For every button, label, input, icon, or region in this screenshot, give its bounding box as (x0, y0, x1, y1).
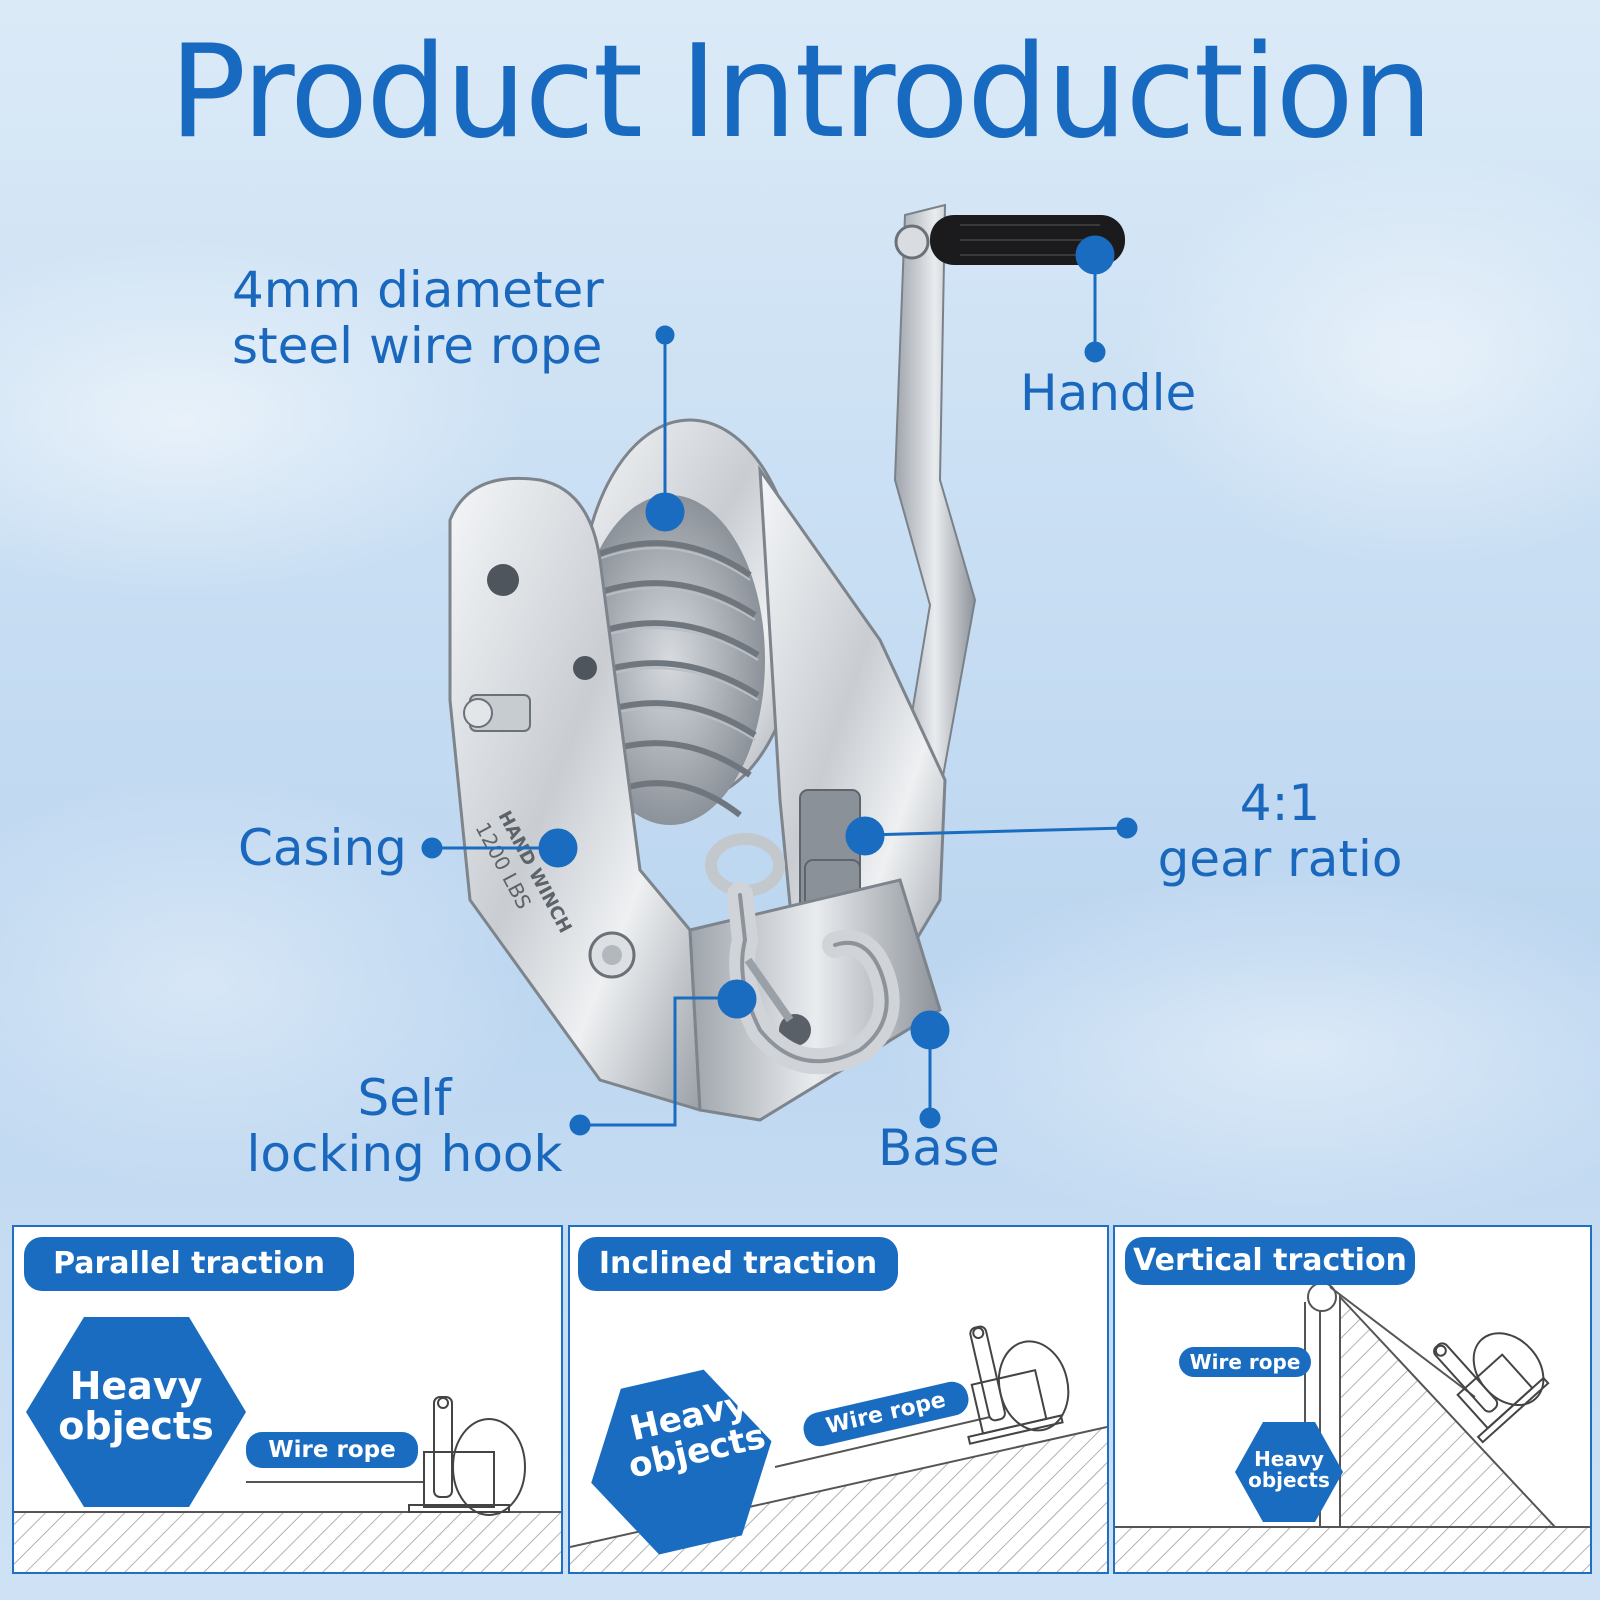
callout-hook-label: Self locking hook (232, 1070, 577, 1182)
vertical-diagram (1115, 1282, 1590, 1572)
panel-label-vertical: Vertical traction (1125, 1237, 1415, 1285)
axle-bolt (463, 694, 531, 732)
callout-hook-line1: Self (357, 1069, 452, 1127)
callout-hook-line2: locking hook (246, 1125, 563, 1183)
crank-handle (893, 203, 1125, 822)
panel-label-parallel: Parallel traction (24, 1237, 354, 1291)
callout-handle-label: Handle (1020, 364, 1197, 422)
heavy-objects-hexagon (591, 1369, 772, 1555)
callout-rope-label: 4mm diameter steel wire rope (232, 262, 604, 374)
heavy-objects-hexagon (1235, 1422, 1343, 1522)
winch-sketch (408, 1396, 526, 1516)
panel-label-inclined: Inclined traction (578, 1237, 898, 1291)
callout-gear-label: 4:1 gear ratio (1150, 775, 1410, 887)
callout-gear-line1: 4:1 (1239, 774, 1321, 832)
callout-lines (421, 235, 1138, 1136)
winch-sketch (1433, 1332, 1550, 1444)
inclined-diagram (570, 1325, 1107, 1572)
callout-rope-line2: steel wire rope (232, 317, 603, 375)
parallel-diagram (14, 1317, 561, 1572)
casing-plate (448, 476, 702, 1113)
hand-winch-illustration: HAND WINCH 1200 LBS (421, 203, 1138, 1136)
front-bolt (588, 931, 636, 979)
page-title: Product Introduction (169, 18, 1433, 167)
wire-rope-tag: Wire rope (1179, 1347, 1311, 1377)
callout-gear-line2: gear ratio (1157, 830, 1403, 888)
callout-casing-label: Casing (238, 819, 407, 877)
callout-base-label: Base (878, 1119, 1000, 1177)
wire-rope-tag: Wire rope (246, 1432, 418, 1468)
heavy-objects-hexagon (26, 1317, 246, 1507)
callout-rope-line1: 4mm diameter (232, 261, 604, 319)
winch-sketch (967, 1325, 1070, 1445)
